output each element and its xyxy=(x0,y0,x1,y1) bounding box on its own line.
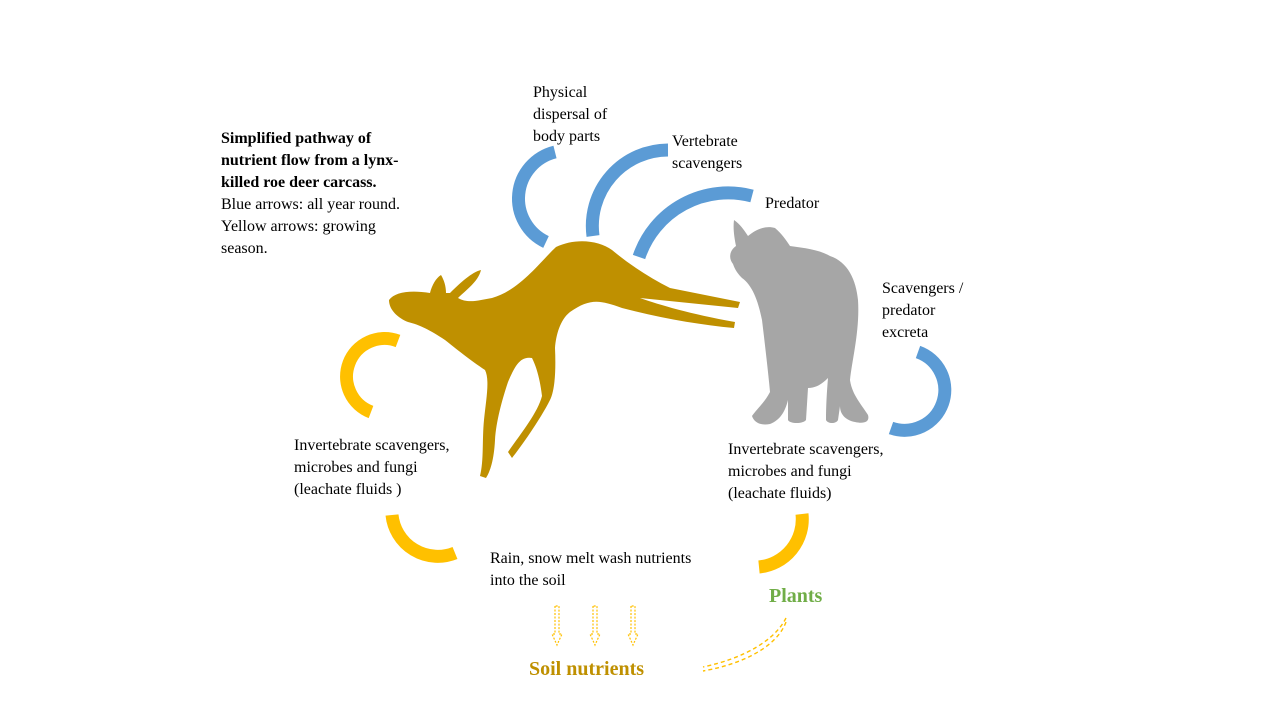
label-plants: Plants xyxy=(769,585,823,607)
down-arrow-3 xyxy=(627,605,639,647)
label-soil-nutrients: Soil nutrients xyxy=(529,658,645,680)
yellow-arrow-lower-right xyxy=(758,513,809,574)
plants-to-soil-arrow xyxy=(702,617,787,672)
blue-arrows xyxy=(512,143,952,437)
blue-arrow-dispersal xyxy=(512,145,557,248)
label-scavengers-excreta: Scavengers / predator excreta xyxy=(882,280,964,341)
down-arrow-1 xyxy=(551,605,563,647)
label-physical-dispersal: Physical dispersal of body parts xyxy=(533,84,608,145)
soil-down-arrows xyxy=(551,605,639,647)
description-block: Simplified pathway of nutrient flow from… xyxy=(221,128,451,260)
label-invertebrate-right: Invertebrate scavengers, microbes and fu… xyxy=(728,441,884,502)
legend-blue: Blue arrows: all year round. xyxy=(221,196,401,213)
blue-arrow-excreta xyxy=(888,345,952,437)
label-rain: Rain, snow melt wash nutrients into the … xyxy=(490,550,692,589)
label-invertebrate-left: Invertebrate scavengers, microbes and fu… xyxy=(294,437,450,498)
yellow-arrows xyxy=(340,332,809,574)
legend-yellow: Yellow arrows: growing season. xyxy=(221,218,376,257)
label-vertebrate-scavengers: Vertebrate scavengers xyxy=(672,133,743,172)
lynx-icon xyxy=(730,220,869,425)
down-arrow-2 xyxy=(589,605,601,647)
blue-arrow-vertebrate xyxy=(585,143,669,237)
diagram-title: Simplified pathway of nutrient flow from… xyxy=(221,130,399,191)
yellow-arrow-lower-left xyxy=(385,514,458,563)
roe-deer-icon xyxy=(389,241,740,478)
blue-arrow-predator xyxy=(632,186,754,260)
label-predator: Predator xyxy=(765,195,820,212)
yellow-arrow-upper-left xyxy=(340,332,401,419)
